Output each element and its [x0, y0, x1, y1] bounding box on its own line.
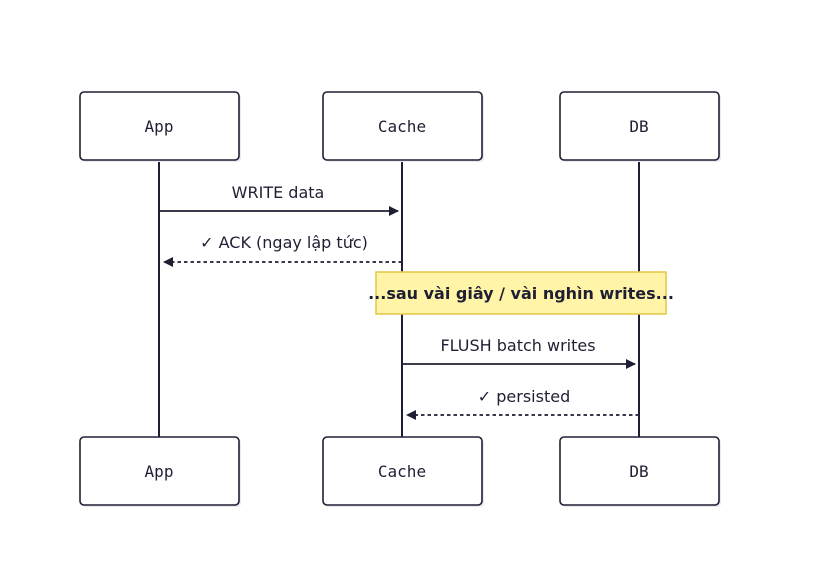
message-label: ✓ persisted — [478, 387, 570, 406]
message-label: FLUSH batch writes — [440, 336, 595, 355]
message-persisted: ✓ persisted — [406, 387, 639, 420]
participant-bottom-db: DB — [559, 436, 721, 507]
note: ...sau vài giây / vài nghìn writes... — [368, 271, 674, 315]
message-ack: ✓ ACK (ngay lập tức) — [163, 233, 402, 267]
participant-label: Cache — [378, 117, 426, 136]
participant-bottom-cache: Cache — [322, 436, 484, 507]
note-label: ...sau vài giây / vài nghìn writes... — [368, 284, 674, 303]
participant-label: DB — [629, 462, 648, 481]
participant-label: App — [145, 462, 174, 481]
message-label: WRITE data — [232, 183, 325, 202]
participant-top-app: App — [79, 91, 241, 162]
participant-bottom-app: App — [79, 436, 241, 507]
participant-top-db: DB — [559, 91, 721, 162]
message-label: ✓ ACK (ngay lập tức) — [200, 233, 368, 252]
participant-label: App — [145, 117, 174, 136]
note-box — [375, 271, 667, 315]
participant-label: DB — [629, 117, 648, 136]
message-write-data: WRITE data — [159, 183, 399, 216]
participant-label: Cache — [378, 462, 426, 481]
participant-top-cache: Cache — [322, 91, 484, 162]
message-flush-batch: FLUSH batch writes — [402, 336, 636, 369]
